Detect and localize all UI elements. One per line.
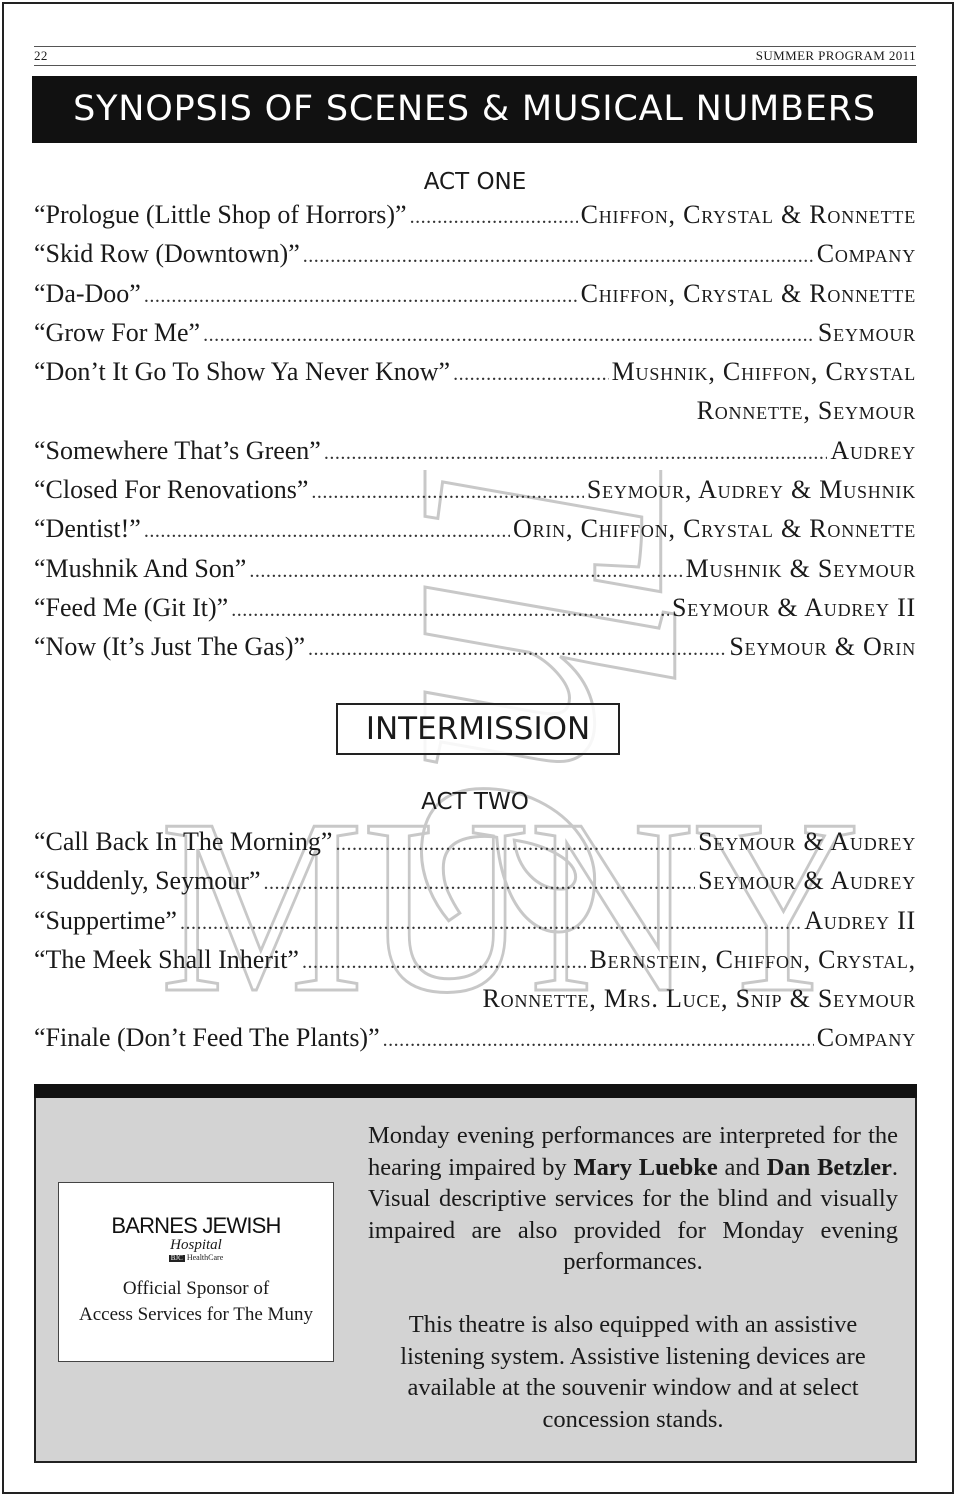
- song-title: “Skid Row (Downtown)”: [34, 239, 300, 269]
- paragraph-text: Monday evening performances are interpre…: [368, 1122, 898, 1181]
- dot-leader: [383, 1029, 814, 1052]
- list-item: “Mushnik And Son” Mushnik & Seymour: [34, 554, 916, 593]
- cast-names: Audrey: [830, 435, 916, 465]
- cast-names: Mushnik & Seymour: [685, 553, 916, 583]
- list-item: “Feed Me (Git It)” Seymour & Audrey II: [34, 593, 916, 632]
- list-item: “Don’t It Go To Show Ya Never Know” Mushn…: [34, 357, 916, 396]
- bjc-mark: BJC: [168, 1254, 185, 1262]
- song-title: “Don’t It Go To Show Ya Never Know”: [34, 357, 451, 387]
- cast-names: Seymour, Audrey & Mushnik: [586, 475, 916, 505]
- song-title: “Feed Me (Git It)”: [34, 592, 229, 622]
- song-title: “Now (It’s Just The Gas)”: [34, 632, 306, 662]
- cast-names: Ronnette, Mrs. Luce, Snip & Seymour: [482, 984, 916, 1014]
- logo-healthcare-text: HealthCare: [186, 1253, 224, 1262]
- dot-leader: [203, 324, 815, 347]
- list-item: “Suddenly, Seymour” Seymour & Audrey: [34, 866, 916, 905]
- act-one-title: ACT ONE: [423, 169, 527, 195]
- sponsor-caption: Official Sponsor of Access Services for …: [59, 1276, 333, 1328]
- list-item: “Da-Doo” Chiffon, Crystal & Ronnette: [34, 279, 916, 318]
- dot-leader: [249, 560, 682, 583]
- cast-names: Ronnette, Seymour: [696, 396, 916, 426]
- dot-leader: [180, 912, 801, 935]
- list-item: “Finale (Don’t Feed The Plants)” Company: [34, 1023, 916, 1062]
- cast-names: Seymour: [817, 317, 916, 347]
- song-title: “Da-Doo”: [34, 278, 141, 308]
- cast-names: Chiffon, Crystal & Ronnette: [580, 278, 916, 308]
- act-two-list: “Call Back In The Morning” Seymour & Audr…: [34, 827, 916, 1063]
- paragraph-text: and: [717, 1153, 767, 1181]
- act-two-title: ACT TWO: [421, 789, 529, 815]
- info-box-top-bar: [34, 1084, 917, 1098]
- intermission-label: INTERMISSION: [336, 703, 620, 755]
- song-title: “Finale (Don’t Feed The Plants)”: [34, 1023, 380, 1053]
- dot-leader: [453, 363, 609, 386]
- paragraph-text: . Visual descriptive services for the bl…: [368, 1153, 899, 1276]
- dot-leader: [302, 951, 587, 974]
- dot-leader: [335, 833, 695, 856]
- list-item: “Closed For Renovations” Seymour, Audrey …: [34, 475, 916, 514]
- song-title: “Call Back In The Morning”: [34, 827, 333, 856]
- dot-leader: [264, 872, 696, 895]
- cast-names: Bernstein, Chiffon, Crystal,: [589, 944, 916, 974]
- interpreter-name: Mary Luebke: [573, 1153, 718, 1181]
- cast-names: Seymour & Audrey: [698, 827, 916, 856]
- cast-names: Seymour & Audrey II: [671, 592, 916, 622]
- dot-leader: [311, 481, 583, 504]
- interpreter-paragraph: Monday evening performances are interpre…: [368, 1120, 898, 1278]
- accessibility-text: Monday evening performances are interpre…: [368, 1120, 898, 1435]
- list-item: “Grow For Me” Seymour: [34, 318, 916, 357]
- song-title: “Mushnik And Son”: [34, 553, 247, 583]
- list-item: “Now (It’s Just The Gas)” Seymour & Orin: [34, 632, 916, 671]
- dot-leader: [324, 442, 828, 465]
- list-item: “Prologue (Little Shop of Horrors)” Chiff…: [34, 200, 916, 239]
- list-item: “Somewhere That’s Green” Audrey: [34, 436, 916, 475]
- cast-names: Seymour & Orin: [729, 632, 916, 662]
- page-header: 22 SUMMER PROGRAM 2011: [34, 46, 916, 66]
- dot-leader: [410, 206, 578, 229]
- page-number: 22: [34, 48, 48, 63]
- dot-leader: [308, 638, 726, 661]
- sponsor-line1: Official Sponsor of: [122, 1278, 270, 1299]
- publication-title: SUMMER PROGRAM 2011: [755, 48, 916, 63]
- song-title: “Suddenly, Seymour”: [34, 866, 261, 896]
- cast-names: Audrey II: [804, 905, 916, 935]
- song-title: “Suppertime”: [34, 905, 177, 935]
- list-item-continuation: Ronnette, Mrs. Luce, Snip & Seymour: [34, 984, 916, 1023]
- cast-names: Company: [816, 1023, 916, 1053]
- dot-leader: [231, 599, 669, 622]
- list-item: “Skid Row (Downtown)” Company: [34, 239, 916, 278]
- sponsor-line2: Access Services for The Muny: [79, 1304, 313, 1325]
- cast-names: Orin, Chiffon, Crystal & Ronnette: [513, 514, 916, 544]
- logo-sub-text: Hospital: [170, 1237, 222, 1253]
- list-item: “Call Back In The Morning” Seymour & Audr…: [34, 827, 916, 866]
- act-one-list: “Prologue (Little Shop of Horrors)” Chiff…: [34, 200, 916, 672]
- song-title: “Grow For Me”: [34, 317, 201, 347]
- list-item: “The Meek Shall Inherit” Bernstein, Chiff…: [34, 945, 916, 984]
- dot-leader: [144, 285, 578, 308]
- cast-names: Mushnik, Chiffon, Crystal: [611, 357, 916, 387]
- logo-main-text: BARNES JEWISH: [111, 1213, 281, 1238]
- song-title: “The Meek Shall Inherit”: [34, 944, 299, 974]
- cast-names: Chiffon, Crystal & Ronnette: [580, 200, 916, 229]
- song-title: “Prologue (Little Shop of Horrors)”: [34, 200, 407, 229]
- cast-names: Company: [816, 239, 916, 269]
- song-title: “Somewhere That’s Green”: [34, 435, 321, 465]
- page-title: SYNOPSIS OF SCENES & MUSICAL NUMBERS: [32, 76, 917, 143]
- dot-leader: [303, 245, 814, 268]
- interpreter-name: Dan Betzler: [766, 1153, 892, 1181]
- list-item: “Suppertime” Audrey II: [34, 906, 916, 945]
- listening-system-paragraph: This theatre is also equipped with an as…: [400, 1310, 866, 1433]
- list-item-continuation: Ronnette, Seymour: [34, 396, 916, 435]
- list-item: “Dentist!” Orin, Chiffon, Crystal & Ronne…: [34, 514, 916, 553]
- song-title: “Dentist!”: [34, 514, 141, 544]
- song-title: “Closed For Renovations”: [34, 475, 309, 505]
- cast-names: Seymour & Audrey: [698, 866, 916, 896]
- dot-leader: [144, 520, 510, 543]
